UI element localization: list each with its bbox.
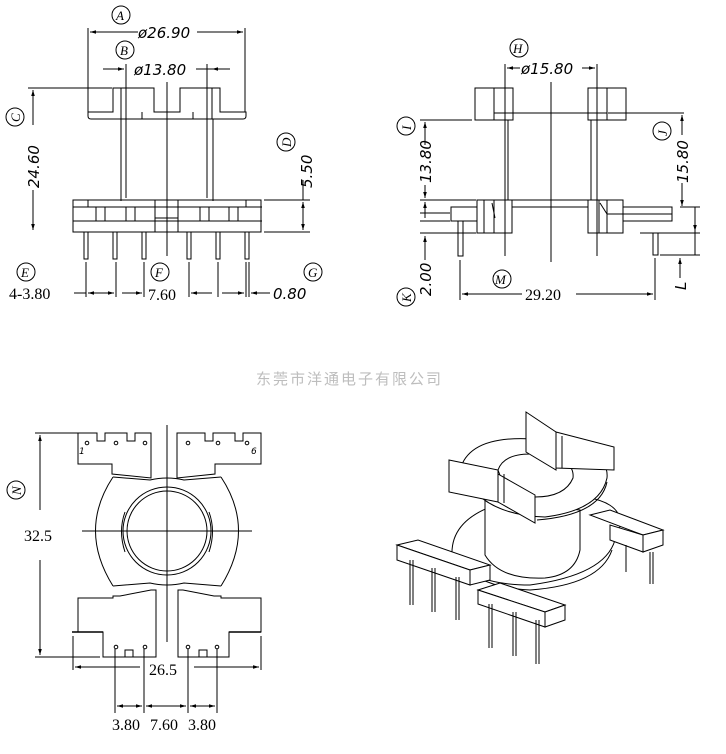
dim-flange-diameter: ø26.90 [137,24,190,42]
dim-depth: 32.5 [24,528,52,545]
isometric-view [395,411,665,664]
company-watermark: 东莞市洋通电子有限公司 [256,370,443,388]
dim-core-diameter: ø13.80 [133,61,186,79]
label-g: G [308,265,318,280]
dim-base-height: 5.50 [298,155,316,188]
dim-width: 26.5 [149,662,177,679]
dim-total-height: 24.60 [25,145,43,188]
dim-pin-offset: 2.00 [417,263,435,296]
bottom-view: 1 6 N 32.5 26.5 [6,425,262,734]
dim-height-right: 15.80 [674,140,692,183]
label-k: K [399,292,414,303]
label-c-circle [5,107,25,127]
dim-height-left: 13.80 [417,140,435,183]
dim-pitch-right: 3.80 [188,717,216,734]
label-e: E [20,265,29,280]
label-a-circle [111,5,131,25]
dim-center: 7.60 [150,717,178,734]
label-j-circle [652,121,672,141]
dim-inner-diameter: ø15.80 [520,60,573,78]
label-m-circle [492,269,512,289]
front-view: A ø26.90 B ø13.80 C 24.60 [5,5,323,304]
pin-number-1: 1 [79,447,85,457]
label-f-circle [150,262,170,282]
label-b-circle [115,40,135,60]
dim-pin-pitch: 4-3.80 [9,286,50,303]
dim-center-gap: 7.60 [148,287,176,304]
label-a: A [115,8,124,23]
dim-row-spacing: 29.20 [525,287,561,304]
label-i-circle [396,116,416,136]
label-c: C [8,113,23,122]
label-n: N [9,485,24,496]
label-b: B [120,43,128,58]
label-j: J [655,129,670,136]
dim-pin-diameter: 0.80 [273,285,306,303]
label-d: D [279,137,294,148]
pin-number-6: 6 [251,447,257,457]
dim-pitch-left: 3.80 [112,717,140,734]
label-i: I [399,125,414,131]
label-f: F [154,265,164,280]
label-m: M [494,272,507,287]
label-g-circle [303,262,323,282]
label-d-circle [276,132,296,152]
label-h-circle [509,38,529,58]
dim-pin-length: L [672,282,690,290]
side-view: H ø15.80 I 13.80 J 15.80 [396,38,700,307]
label-e-circle [16,262,36,282]
label-h: H [512,41,523,56]
label-k-circle [396,287,416,307]
label-n-circle [6,480,26,500]
